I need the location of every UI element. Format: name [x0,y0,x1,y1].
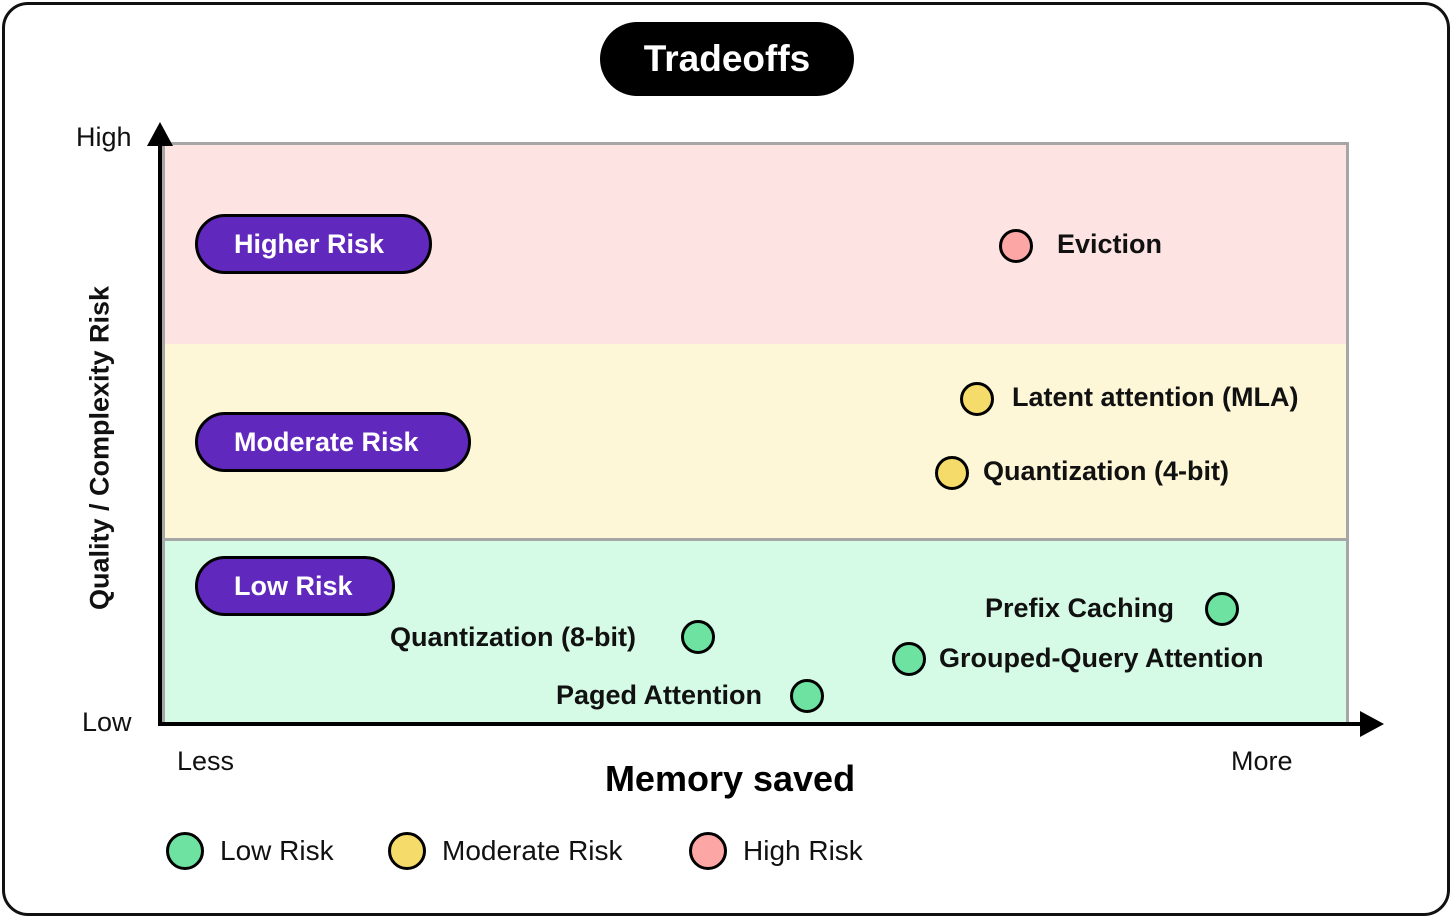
diagram-title: Tradeoffs [600,22,854,96]
point-quantization-4bit-marker [935,456,969,490]
point-quantization-4bit-label: Quantization (4-bit) [983,456,1229,486]
moderate-risk-pill: Moderate Risk [195,412,471,472]
y-axis-title: Quality / Complexity Risk [84,285,115,611]
point-prefix-caching-marker [1205,592,1239,626]
x-axis-title: Memory saved [604,758,856,799]
y-axis-high-label: High [76,122,132,152]
legend-low-risk: Low Risk [166,832,334,870]
x-axis-more-label: More [1231,746,1293,776]
legend-low-risk-swatch [166,832,204,870]
point-paged-attention-label: Paged Attention [556,680,762,710]
point-grouped-query-attention-label: Grouped-Query Attention [939,643,1264,673]
y-axis-line [158,140,162,726]
legend-high-risk-swatch [689,832,727,870]
point-paged-attention-marker [790,679,824,713]
point-prefix-caching-label: Prefix Caching [985,593,1175,623]
point-eviction-label: Eviction [1057,229,1163,259]
legend-moderate-risk-label: Moderate Risk [442,835,623,866]
x-axis-less-label: Less [177,746,235,776]
y-axis-low-label: Low [82,707,132,737]
y-axis-arrow [147,122,173,146]
legend-moderate-risk: Moderate Risk [388,832,623,870]
low-risk-pill: Low Risk [195,556,395,616]
higher-risk-pill: Higher Risk [195,214,432,274]
legend-high-risk-label: High Risk [743,835,863,866]
x-axis-line [158,722,1368,726]
point-quantization-8bit-label: Quantization (8-bit) [390,622,636,652]
legend-high-risk: High Risk [689,832,863,870]
point-quantization-8bit-marker [681,620,715,654]
x-axis-arrow [1360,711,1384,737]
point-grouped-query-attention-marker [892,642,926,676]
point-latent-attention-label: Latent attention (MLA) [1012,382,1299,412]
legend-low-risk-label: Low Risk [220,835,334,866]
point-eviction-marker [999,229,1033,263]
legend-moderate-risk-swatch [388,832,426,870]
point-latent-attention-marker [960,382,994,416]
